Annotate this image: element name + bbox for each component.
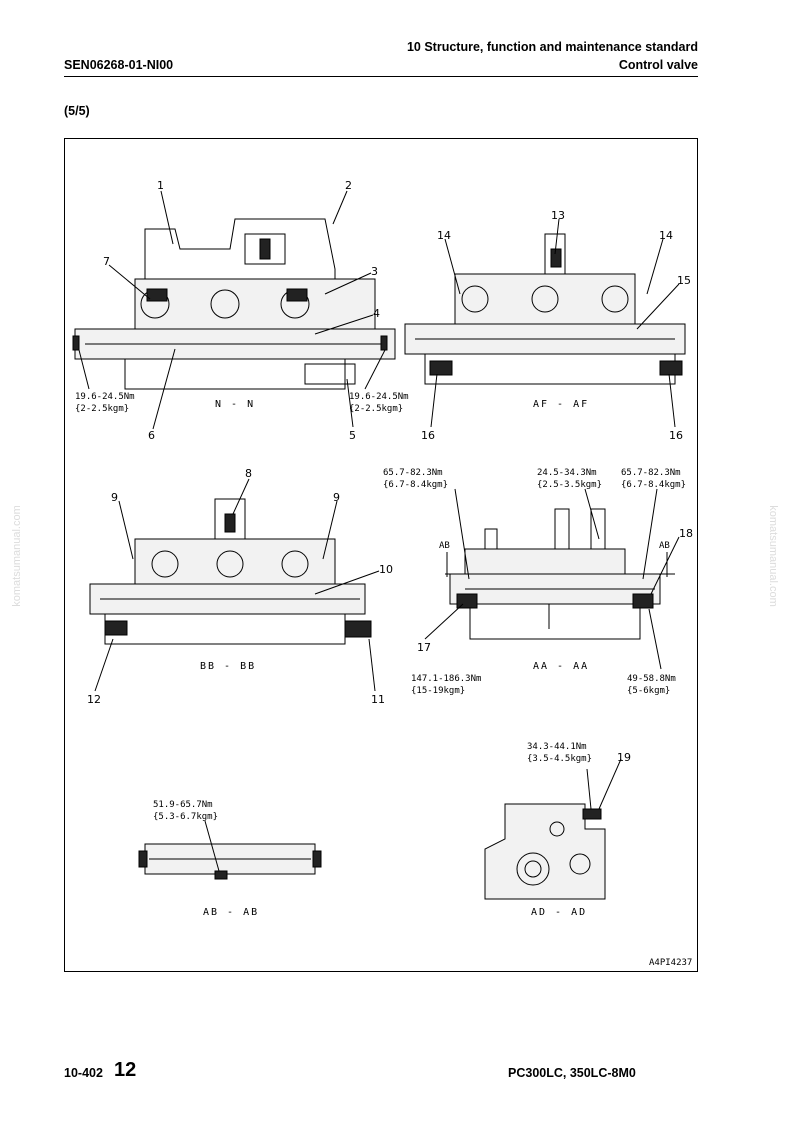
torque-aa-2b: {2.5-3.5kgm} xyxy=(537,480,602,490)
callout-4: 4 xyxy=(373,307,380,320)
section-mark-ab-left: AB xyxy=(439,541,450,551)
torque-ab-a: 51.9-65.7Nm xyxy=(153,800,213,810)
torque-nn-right-2: {2-2.5kgm} xyxy=(349,404,403,414)
revision-number: 12 xyxy=(114,1059,137,1081)
callout-8: 8 xyxy=(245,467,252,480)
torque-ab-b: {5.3-6.7kgm} xyxy=(153,812,218,822)
torque-aa-3b: {6.7-8.4kgm} xyxy=(621,480,686,490)
figure-drawing: N - N 1 2 3 4 5 6 7 19.6-24.5Nm {2-2.5kg… xyxy=(72,179,693,968)
callout-18: 18 xyxy=(679,527,693,540)
torque-aa-1a: 65.7-82.3Nm xyxy=(383,468,443,478)
view-aaaa: AA - AA AB AB 65.7-82.3Nm {6.7-8.4kgm} 2… xyxy=(383,468,693,696)
torque-ad-a: 34.3-44.1Nm xyxy=(527,742,587,752)
torque-nn-right-1: 19.6-24.5Nm xyxy=(349,392,409,402)
torque-aa-17b: {15-19kgm} xyxy=(411,686,465,696)
callout-10: 10 xyxy=(379,563,393,576)
callout-11: 11 xyxy=(371,693,385,706)
torque-nn-left-2: {2-2.5kgm} xyxy=(75,404,129,414)
callout-13: 13 xyxy=(551,209,565,222)
callout-14a: 14 xyxy=(437,229,451,242)
watermark-left: komatsumanual.com xyxy=(10,505,23,607)
torque-aa-18b: {5-6kgm} xyxy=(627,686,670,696)
view-caption-afaf: AF - AF xyxy=(533,399,589,410)
callout-9b: 9 xyxy=(333,491,340,504)
view-caption-bbbb: BB - BB xyxy=(200,661,256,672)
control-valve-figure: N - N 1 2 3 4 5 6 7 19.6-24.5Nm {2-2.5kg… xyxy=(64,138,698,972)
torque-aa-18a: 49-58.8Nm xyxy=(627,674,676,684)
view-bbbb: BB - BB 8 9 9 10 11 12 xyxy=(87,467,393,706)
callout-7: 7 xyxy=(103,255,110,268)
view-nn: N - N 1 2 3 4 5 6 7 19.6-24.5Nm {2-2.5kg… xyxy=(72,179,409,442)
section-title: Control valve xyxy=(618,58,698,72)
callout-15: 15 xyxy=(677,274,691,287)
section-mark-ab-right: AB xyxy=(659,541,670,551)
torque-aa-1b: {6.7-8.4kgm} xyxy=(383,480,448,490)
header-rule xyxy=(64,76,698,77)
view-caption-abab: AB - AB xyxy=(203,907,259,918)
torque-nn-left-1: 19.6-24.5Nm xyxy=(75,392,135,402)
view-caption-aaaa: AA - AA xyxy=(533,661,589,672)
callout-14b: 14 xyxy=(659,229,673,242)
callout-16a: 16 xyxy=(421,429,435,442)
page-section-label: (5/5) xyxy=(64,104,90,118)
callout-9a: 9 xyxy=(111,491,118,504)
view-abab: 51.9-65.7Nm {5.3-6.7kgm} AB - AB xyxy=(138,800,322,918)
callout-1: 1 xyxy=(157,179,164,192)
model-name: PC300LC, 350LC-8M0 xyxy=(508,1066,636,1080)
callout-2: 2 xyxy=(345,179,352,192)
callout-3: 3 xyxy=(371,265,378,278)
torque-ad-b: {3.5-4.5kgm} xyxy=(527,754,592,764)
callout-16b: 16 xyxy=(669,429,683,442)
view-adad: 34.3-44.1Nm {3.5-4.5kgm} 19 AD - AD xyxy=(484,742,631,918)
callout-19: 19 xyxy=(617,751,631,764)
page-number: 10-402 xyxy=(64,1066,103,1080)
callout-6: 6 xyxy=(148,429,155,442)
callout-5: 5 xyxy=(349,429,356,442)
torque-aa-2a: 24.5-34.3Nm xyxy=(537,468,597,478)
torque-aa-17a: 147.1-186.3Nm xyxy=(411,674,481,684)
view-caption-adad: AD - AD xyxy=(531,907,587,918)
callout-12: 12 xyxy=(87,693,101,706)
view-afaf: AF - AF 13 14 14 15 16 16 xyxy=(404,209,691,442)
watermark-right: komatsumanual.com xyxy=(766,505,779,607)
view-caption-nn: N - N xyxy=(215,399,255,410)
chapter-title: 10 Structure, function and maintenance s… xyxy=(406,40,698,54)
doc-code: SEN06268-01-NI00 xyxy=(64,58,174,72)
torque-aa-3a: 65.7-82.3Nm xyxy=(621,468,681,478)
callout-17: 17 xyxy=(417,641,431,654)
figure-code: A4PI4237 xyxy=(649,958,692,968)
